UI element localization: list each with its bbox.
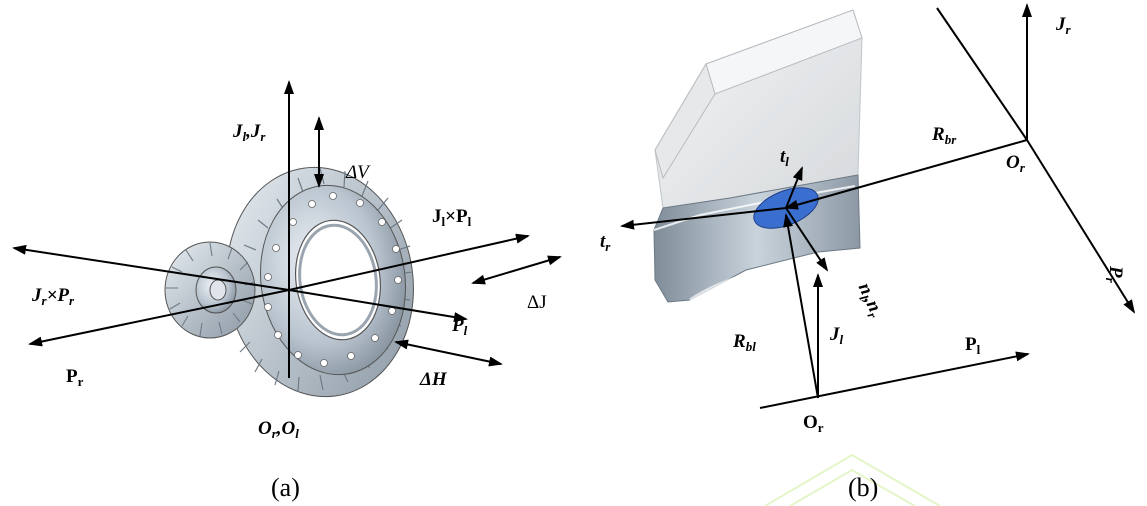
label-jr-cross-pr: Jr×Pr <box>31 285 75 308</box>
label-delta-h: ΔH <box>419 369 448 390</box>
label-jr-b: Jr <box>1055 14 1072 37</box>
caption-b: (b) <box>848 473 878 502</box>
label-origin-a: Or,Ol <box>258 418 299 441</box>
label-delta-j: ΔJ <box>527 292 547 313</box>
label-jl-b: Jl <box>829 324 844 347</box>
label-tl: tl <box>780 146 789 169</box>
watermark-shape <box>764 453 941 506</box>
gear-bolt-holes <box>264 192 402 367</box>
label-rbr: Rbr <box>931 124 957 147</box>
panel-a: Jl,Jr ΔV Jl×Pl Jr×Pr Pl Pr ΔJ ΔH Or,Ol (… <box>12 80 562 502</box>
label-nl-nr: nl,nr <box>852 280 888 322</box>
label-pl: Pl <box>451 315 468 338</box>
label-pr: Pr <box>66 366 84 389</box>
panel-b: Jr tl Rbr Or Pr tr nl,nr Jl Pl Rbl Or (b… <box>600 3 1136 506</box>
label-delta-v: ΔV <box>345 162 371 183</box>
panel-a-axes <box>12 80 562 378</box>
label-pl-b: Pl <box>965 334 981 357</box>
label-pr-b: Pr <box>1103 265 1126 284</box>
label-rbl: Rbl <box>732 331 756 354</box>
bevel-gear-illustration <box>164 166 414 398</box>
caption-a: (a) <box>271 473 300 502</box>
label-or-bottom: Or <box>803 412 824 435</box>
label-jl-jr: Jl,Jr <box>232 121 266 144</box>
gear-tooth-block <box>653 9 863 303</box>
label-tr: tr <box>600 231 611 254</box>
pinion-gear <box>164 241 256 339</box>
panel-b-axes <box>620 3 1136 409</box>
label-or-top: Or <box>1006 152 1026 175</box>
label-jl-cross-pl: Jl×Pl <box>432 206 472 229</box>
